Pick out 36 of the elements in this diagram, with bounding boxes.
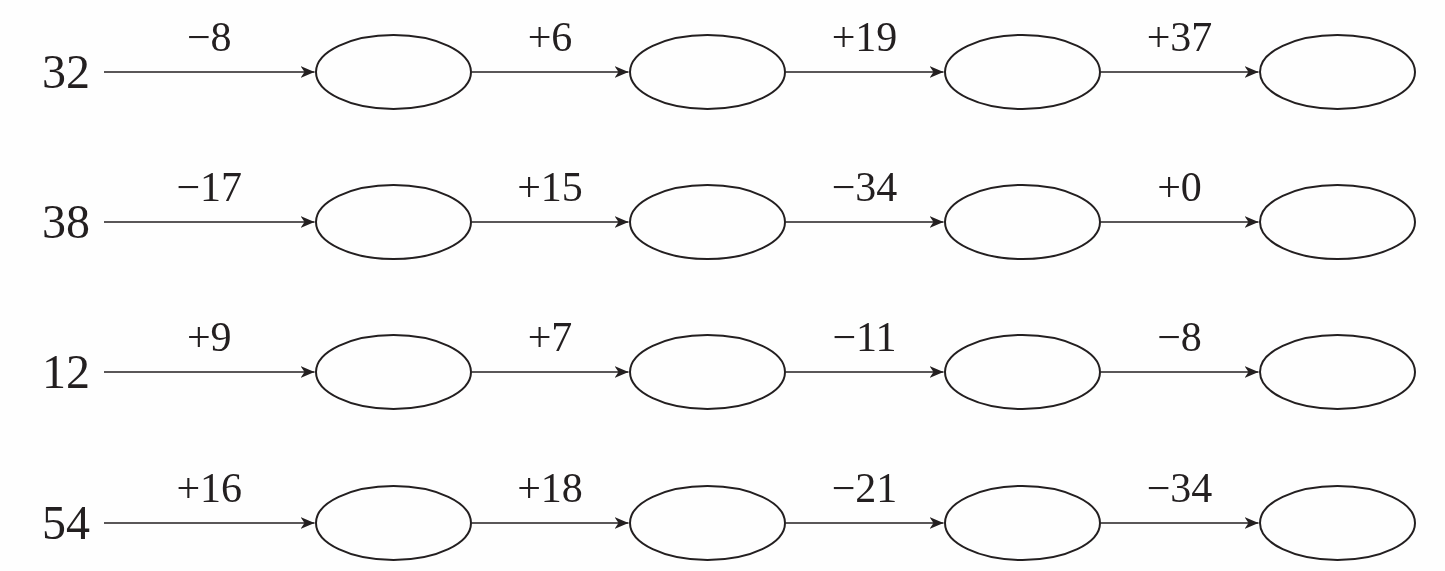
arrow	[103, 517, 316, 529]
arrow	[784, 66, 945, 78]
answer-oval	[314, 334, 472, 410]
answer-oval	[943, 34, 1101, 110]
arrow	[784, 517, 945, 529]
arrow	[784, 216, 945, 228]
start-number: 12	[16, 347, 104, 397]
arrow	[470, 216, 630, 228]
arrow	[103, 66, 316, 78]
answer-oval	[943, 334, 1101, 410]
answer-oval	[1258, 184, 1416, 260]
answer-oval	[314, 184, 472, 260]
answer-oval	[628, 334, 786, 410]
answer-oval	[943, 184, 1101, 260]
answer-oval	[628, 184, 786, 260]
arrow	[1099, 517, 1260, 529]
answer-oval	[943, 485, 1101, 561]
arrow	[1099, 216, 1260, 228]
arrow	[103, 366, 316, 378]
start-number: 38	[16, 197, 104, 247]
arrow	[470, 66, 630, 78]
answer-oval	[1258, 34, 1416, 110]
arrow	[470, 517, 630, 529]
answer-oval	[314, 485, 472, 561]
arrow	[784, 366, 945, 378]
arrow	[1099, 66, 1260, 78]
answer-oval	[628, 34, 786, 110]
arrow	[470, 366, 630, 378]
arrow	[103, 216, 316, 228]
answer-oval	[1258, 334, 1416, 410]
start-number: 32	[16, 47, 104, 97]
arrow	[1099, 366, 1260, 378]
answer-oval	[628, 485, 786, 561]
start-number: 54	[16, 498, 104, 548]
answer-oval	[314, 34, 472, 110]
answer-oval	[1258, 485, 1416, 561]
